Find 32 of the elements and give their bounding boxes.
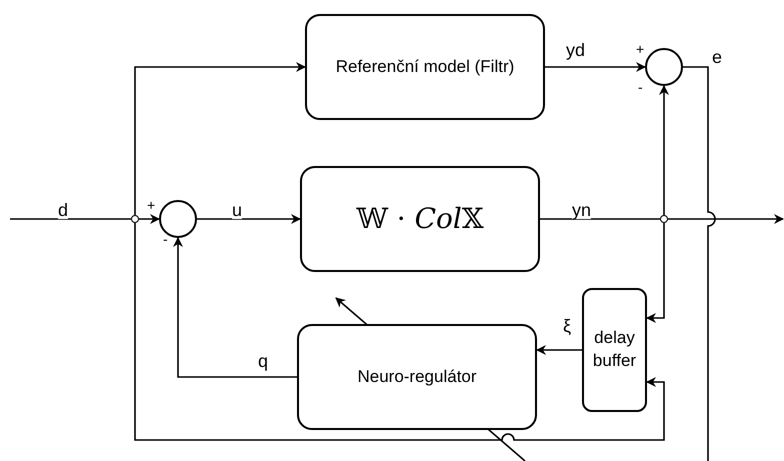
arrow	[646, 223, 665, 323]
sign-label: -	[163, 232, 168, 246]
node-label: Neuro-regulátor	[357, 366, 477, 388]
arrow	[659, 85, 669, 215]
process-box	[582, 288, 647, 412]
arrow	[545, 62, 646, 72]
edge-label: ξ	[563, 317, 572, 335]
node-label: Referenční model (Filtr)	[336, 56, 514, 78]
formula-text: 𝕎 · 𝐶𝑜𝑙𝕏	[356, 201, 484, 238]
connector-line	[683, 66, 716, 461]
edge-label: d	[58, 201, 68, 219]
connector-line	[10, 218, 131, 220]
arrow	[134, 223, 665, 441]
process-box	[305, 14, 545, 120]
arrow	[668, 214, 784, 224]
sign-label: -	[638, 80, 643, 94]
process-box	[297, 324, 537, 430]
process-box	[300, 166, 540, 272]
sign-label: +	[147, 198, 156, 212]
arrow	[134, 62, 306, 215]
arrow	[197, 214, 301, 224]
edge-label: yd	[566, 41, 586, 59]
summing-junction	[159, 200, 197, 238]
junction-dot	[131, 215, 139, 223]
junction-dot	[660, 215, 668, 223]
node-label: delay buffer	[592, 327, 638, 372]
connector-line	[540, 218, 660, 220]
arrow	[536, 345, 582, 355]
summing-junction	[645, 48, 683, 86]
arrow	[139, 214, 160, 224]
arrow	[173, 237, 297, 378]
sign-label: +	[636, 42, 644, 56]
